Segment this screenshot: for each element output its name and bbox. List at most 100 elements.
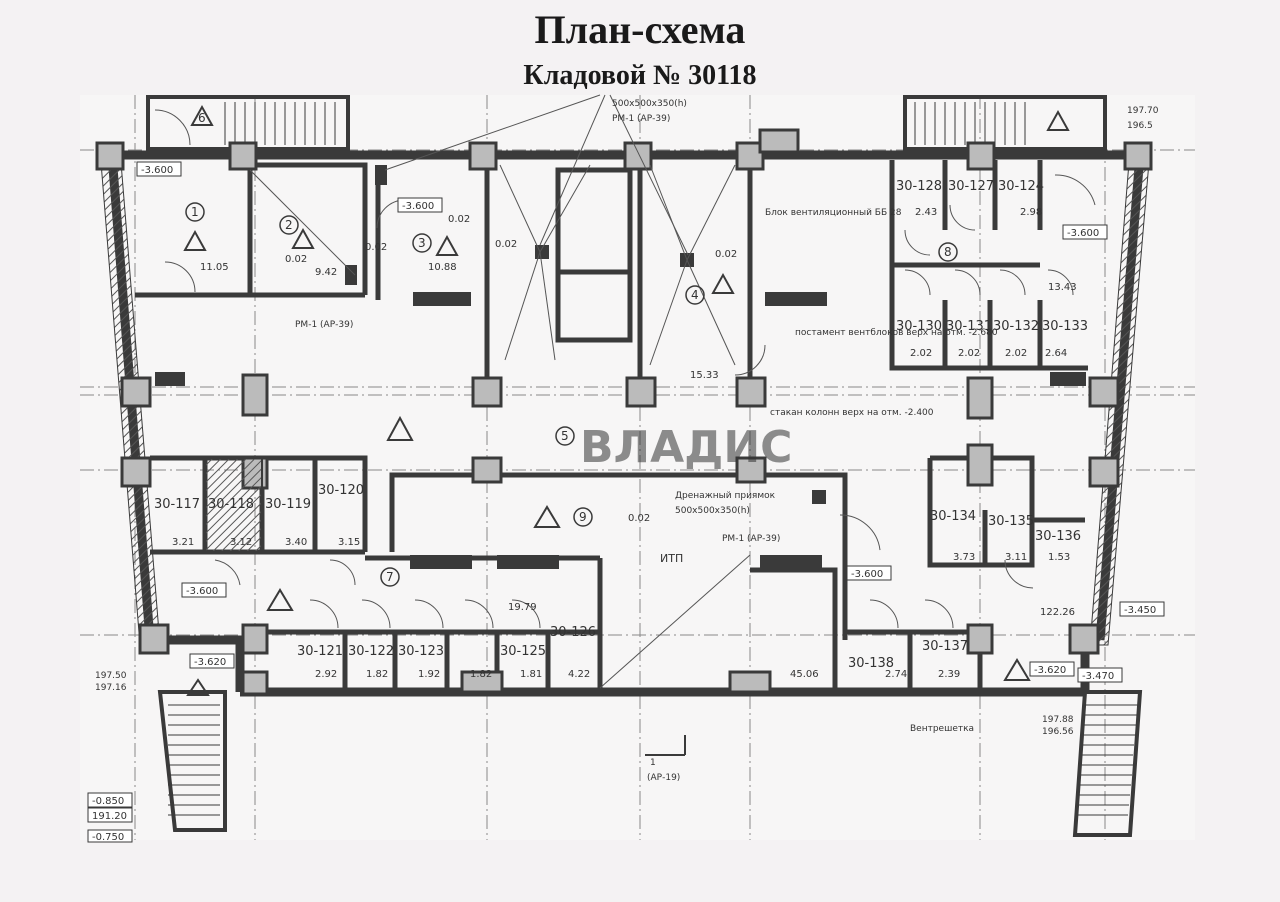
pit-size-note: 500х500х350(h) — [675, 506, 750, 516]
room-number-3: 3 — [418, 236, 426, 250]
room-number-5: 5 — [561, 429, 569, 443]
level-labels: -3.600 -3.600 -3.600 -3.600 -3.600 -3.62… — [92, 165, 1156, 843]
level-ground-3: -0.750 — [92, 832, 124, 843]
area-13-43: 13.43 — [1048, 282, 1077, 293]
area-2-02-c: 2.02 — [1005, 348, 1027, 359]
rm-ref-top: РМ-1 (АР-39) — [612, 114, 670, 124]
elev-bottom-left-2: 197.16 — [95, 683, 127, 693]
level-bottom-right: -3.620 — [1034, 665, 1066, 676]
unit-30-128: 30-128 — [896, 179, 942, 194]
hatched-core — [204, 457, 263, 553]
section-marker — [645, 735, 686, 756]
level-far-right: -3.450 — [1124, 605, 1156, 616]
area-2-92: 2.92 — [315, 669, 337, 680]
level-room-3: -3.600 — [402, 201, 434, 212]
itp-label: ИТП — [660, 552, 683, 565]
pedestal-note: постамент вентблоков верх на отм. -2.680 — [795, 328, 998, 338]
plan-subtitle: Кладовой № 30118 — [523, 60, 757, 91]
unit-30-120: 30-120 — [318, 483, 364, 498]
elev-top-right-2: 196.5 — [1127, 121, 1153, 131]
room-number-circles — [185, 202, 958, 587]
unit-30-122: 30-122 — [348, 644, 394, 659]
area-labels: 11.05 9.42 10.88 15.33 2.43 2.98 13.43 2… — [172, 207, 1077, 680]
area-3-12: 3.12 — [230, 537, 252, 548]
level-bottom-left: -3.620 — [194, 657, 226, 668]
shaft-cross-lines — [249, 94, 751, 689]
area-1-53: 1.53 — [1048, 552, 1070, 563]
room-number-9: 9 — [579, 510, 587, 524]
unit-30-117: 30-117 — [154, 497, 200, 512]
unit-30-130: 30-130 — [896, 319, 942, 334]
area-room-2: 9.42 — [315, 267, 337, 278]
pit-size-top-note: 500х500х350(h) — [612, 99, 687, 109]
area-122-26: 122.26 — [1040, 607, 1075, 618]
level-mid-left: -3.600 — [186, 586, 218, 597]
unit-labels: 30-128 30-127 30-124 30-130 30-131 30-13… — [154, 179, 1088, 671]
room-number-2: 2 — [285, 218, 293, 232]
area-room-1: 11.05 — [200, 262, 229, 273]
area-room-3: 10.88 — [428, 262, 457, 273]
slope-6: 0.02 — [365, 242, 387, 253]
area-3-40: 3.40 — [285, 537, 307, 548]
unit-30-137: 30-137 — [922, 639, 968, 654]
stair-bottom-right — [1072, 690, 1143, 837]
level-top-right: -3.600 — [1067, 228, 1099, 239]
area-2-74: 2.74 — [885, 669, 907, 680]
area-2-02-b: 2.02 — [958, 348, 980, 359]
level-boxes — [87, 161, 1165, 843]
level-ground-1: -0.850 — [92, 796, 124, 807]
area-1-81: 1.81 — [520, 669, 542, 680]
area-4-22: 4.22 — [568, 669, 590, 680]
door-swings — [154, 109, 1096, 629]
slope-3: 0.02 — [495, 239, 517, 250]
vent-shaft-label: Вентрешетка — [910, 724, 974, 734]
area-2-02-a: 2.02 — [910, 348, 932, 359]
slope-2: 0.02 — [448, 214, 470, 225]
area-1-82-a: 1.82 — [366, 669, 388, 680]
drain-pit-note: Дренажный приямок — [675, 491, 776, 501]
unit-30-121: 30-121 — [297, 644, 343, 659]
section-ref: (АР-19) — [647, 773, 680, 783]
unit-30-134: 30-134 — [930, 509, 976, 524]
slope-1: 0.02 — [285, 254, 307, 265]
unit-30-131: 30-131 — [946, 319, 992, 334]
area-1-82-b: 1.82 — [470, 669, 492, 680]
rm-ref-left: РМ-1 (АР-39) — [295, 320, 353, 330]
room-number-7: 7 — [386, 570, 394, 584]
area-3-73: 3.73 — [953, 552, 975, 563]
plan-title: План-схема — [534, 7, 746, 52]
area-room-4: 15.33 — [690, 370, 719, 381]
vent-block-note: Блок вентиляционный ББ 28 — [765, 208, 902, 218]
room-number-4: 4 — [691, 288, 699, 302]
area-19-79: 19.79 — [508, 602, 537, 613]
columns — [95, 128, 1153, 696]
area-2-43: 2.43 — [915, 207, 937, 218]
level-top-left: -3.600 — [141, 165, 173, 176]
interior-walls — [135, 160, 1088, 688]
stair-top-right — [903, 95, 1107, 151]
column-cup-note: стакан колонн верх на отм. -2.400 — [770, 408, 934, 418]
unit-30-136: 30-136 — [1035, 529, 1081, 544]
unit-30-125: 30-125 — [500, 644, 546, 659]
level-mid-right: -3.600 — [851, 569, 883, 580]
area-3-21: 3.21 — [172, 537, 194, 548]
area-3-15: 3.15 — [338, 537, 360, 548]
level-ground-2: 191.20 — [92, 811, 127, 822]
area-2-64: 2.64 — [1045, 348, 1067, 359]
slope-4: 0.02 — [715, 249, 737, 260]
area-2-39: 2.39 — [938, 669, 960, 680]
watermark-text: ВЛАДИС — [580, 422, 792, 473]
annotation-notes: Блок вентиляционный ББ 28 постамент вент… — [95, 99, 1159, 783]
elev-bottom-left: 197.50 — [95, 671, 127, 681]
area-3-11: 3.11 — [1005, 552, 1027, 563]
unit-30-138: 30-138 — [848, 656, 894, 671]
room-number-8: 8 — [944, 245, 952, 259]
section-mark: 1 — [650, 758, 656, 768]
unit-30-127: 30-127 — [948, 179, 994, 194]
area-2-98: 2.98 — [1020, 207, 1042, 218]
unit-30-133: 30-133 — [1042, 319, 1088, 334]
level-stair-right: -3.470 — [1082, 671, 1114, 682]
room-number-6: 6 — [198, 111, 206, 125]
elev-top-right: 197.70 — [1127, 106, 1159, 116]
